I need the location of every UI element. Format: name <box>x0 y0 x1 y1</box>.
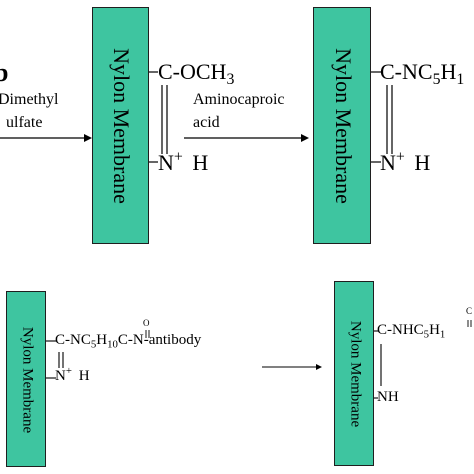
carbonyl-oxygen-4: C <box>466 306 473 316</box>
reagent-2-line2: acid <box>193 114 220 131</box>
reagent-1-line2: ulfate <box>6 114 43 131</box>
step-label: b <box>0 58 9 87</box>
amide-group-2: C-NC5H1 <box>380 59 465 89</box>
membrane-4-label: Nylon Membrane <box>347 320 364 428</box>
nh-group: NH <box>377 389 399 405</box>
reagent-1-line1: Dimethyl <box>0 91 59 108</box>
ester-group-1: C-OCH3 <box>158 59 235 89</box>
membrane-1-label: Nylon Membrane <box>109 48 134 204</box>
membrane-3-label: Nylon Membrane <box>19 326 36 434</box>
nylon-membrane-1: Nylon Membrane <box>92 7 149 244</box>
nplus-group-3: N+ H <box>55 365 90 384</box>
nylon-membrane-4: Nylon Membrane <box>334 281 374 466</box>
arrow-3-head <box>316 364 322 370</box>
carbonyl-oxygen-3: O <box>143 318 150 328</box>
nylon-membrane-3: Nylon Membrane <box>6 291 46 467</box>
reagent-2-line1: Aminocaproic <box>193 91 285 108</box>
nplus-group-1: N+ H <box>158 148 209 175</box>
nylon-membrane-2: Nylon Membrane <box>313 7 371 244</box>
arrow-1-head <box>84 134 92 142</box>
nplus-group-2: N+ H <box>380 148 431 175</box>
amine-linker-group: C-NHC5H1 <box>377 322 446 341</box>
arrow-2-head <box>301 134 309 142</box>
antibody-linker-group: C-NC5H10C-N-antibody <box>55 332 202 351</box>
membrane-2-label: Nylon Membrane <box>331 48 356 204</box>
